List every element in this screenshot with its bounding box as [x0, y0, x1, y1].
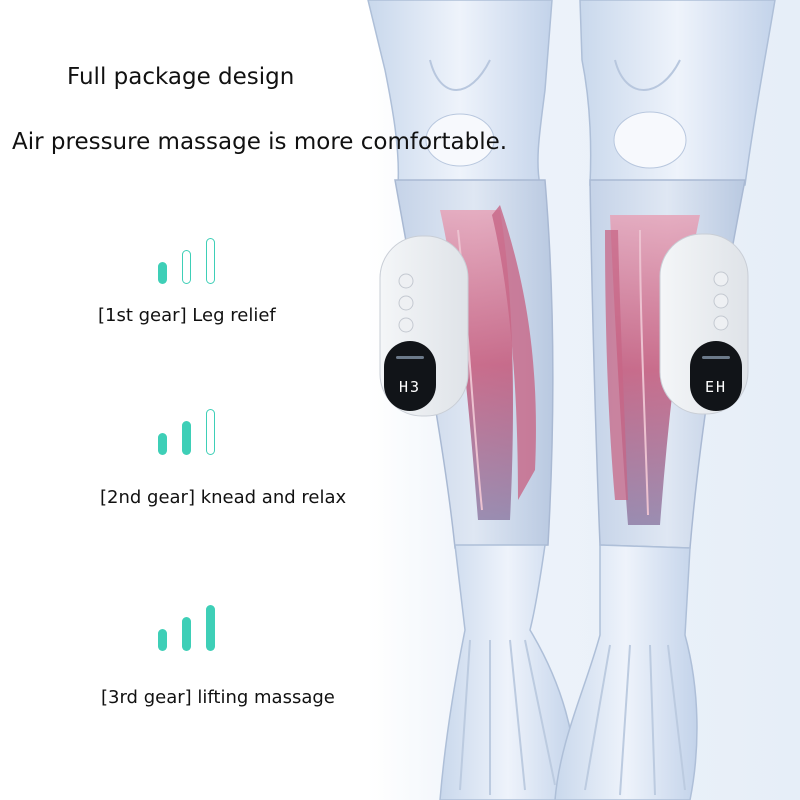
signal-bar [158, 262, 167, 284]
gear-1-signal-icon [158, 224, 228, 284]
signal-bar [206, 409, 215, 455]
signal-bar [158, 433, 167, 455]
gear-2-signal-icon [158, 395, 228, 455]
right-controller [659, 233, 749, 415]
gear-3-label: [3rd gear] lifting massage [101, 687, 335, 708]
headline-primary: Full package design [67, 64, 295, 90]
signal-bar [182, 250, 191, 284]
headline-secondary: Air pressure massage is more comfortable… [12, 129, 508, 155]
signal-bar [182, 421, 191, 455]
signal-bar [182, 617, 191, 651]
gear-2-label: [2nd gear] knead and relax [100, 487, 347, 508]
signal-bar [206, 238, 215, 284]
gear-3-signal-icon [158, 591, 228, 651]
gear-1-label: [1st gear] Leg relief [98, 305, 276, 326]
signal-bar [206, 605, 215, 651]
left-controller [379, 235, 469, 417]
signal-bar [158, 629, 167, 651]
right-display-readout: EH [705, 378, 727, 396]
left-display-readout: H3 [399, 378, 421, 396]
right-leg [554, 0, 776, 800]
